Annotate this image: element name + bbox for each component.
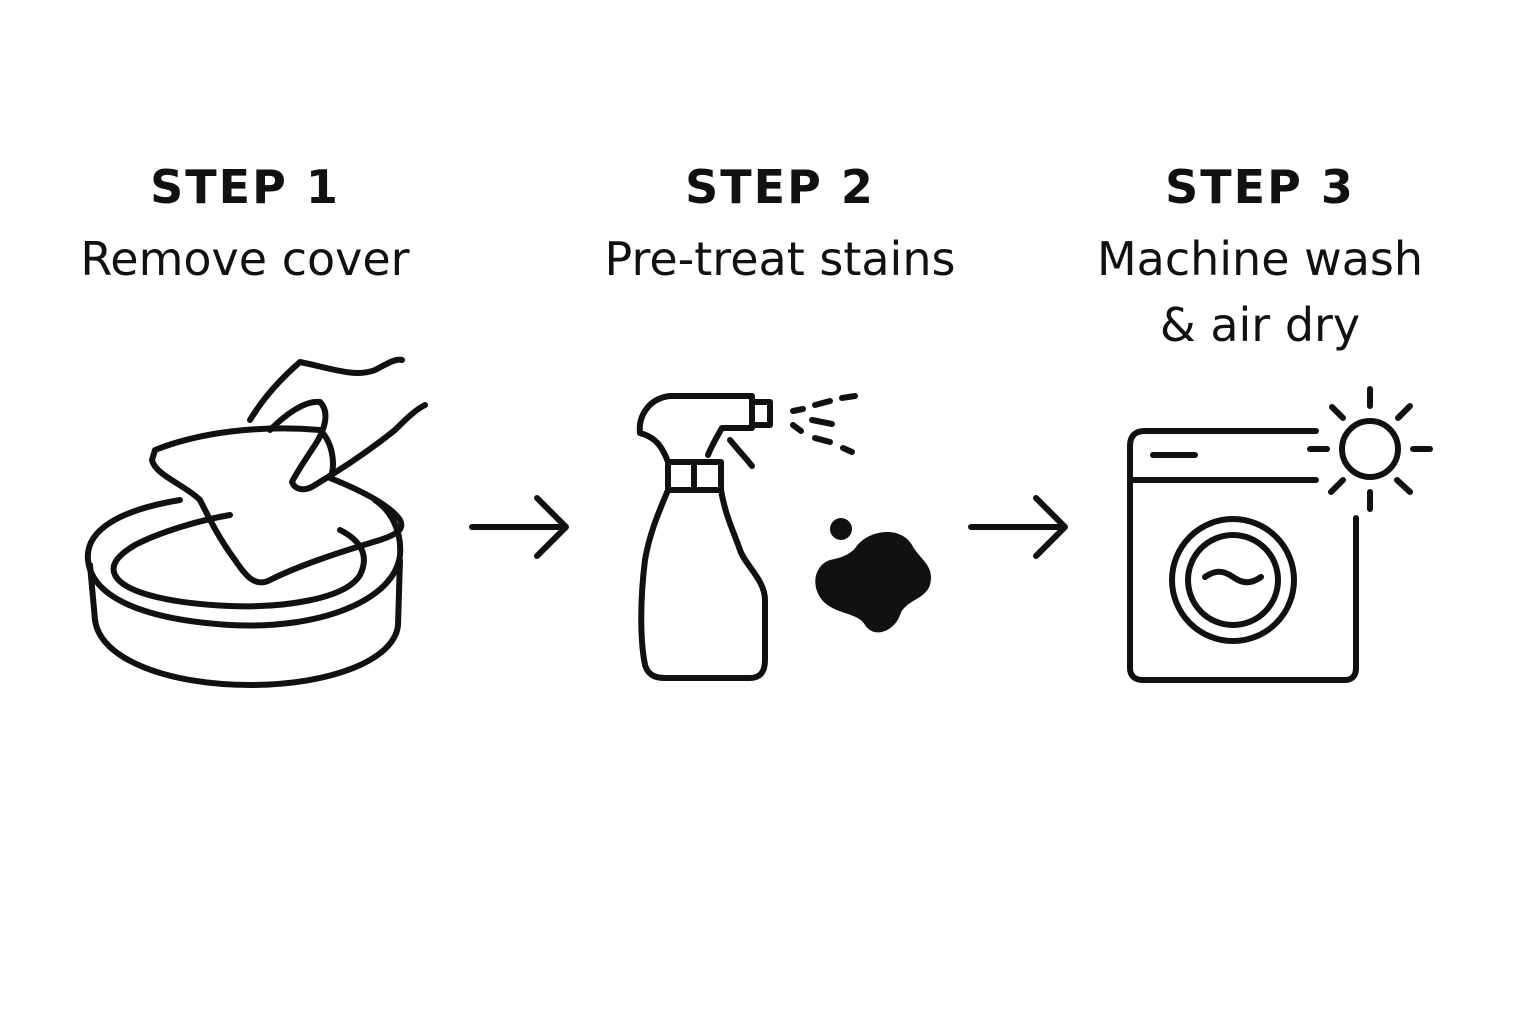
step-3-caption-line-2: & air dry bbox=[1159, 298, 1361, 352]
step-3-caption-line-1: Machine wash bbox=[1096, 232, 1424, 286]
step-1-caption: Remove cover bbox=[45, 226, 445, 292]
step-1-caption-line-1: Remove cover bbox=[80, 232, 410, 286]
stain-icon bbox=[815, 518, 931, 633]
step-3-caption: Machine wash & air dry bbox=[1060, 226, 1460, 358]
step-1: STEP 1 Remove cover bbox=[45, 160, 445, 300]
step-3-number: STEP 3 bbox=[1165, 160, 1355, 214]
sun-icon bbox=[1307, 386, 1433, 512]
step-3: STEP 3 Machine wash & air dry bbox=[1060, 160, 1460, 360]
step-2-caption: Pre-treat stains bbox=[560, 226, 1000, 292]
step-2-caption-line-1: Pre-treat stains bbox=[604, 232, 956, 286]
step-1-number: STEP 1 bbox=[150, 160, 340, 214]
step-2: STEP 2 Pre-treat stains bbox=[560, 160, 1000, 300]
step-2-number: STEP 2 bbox=[685, 160, 875, 214]
